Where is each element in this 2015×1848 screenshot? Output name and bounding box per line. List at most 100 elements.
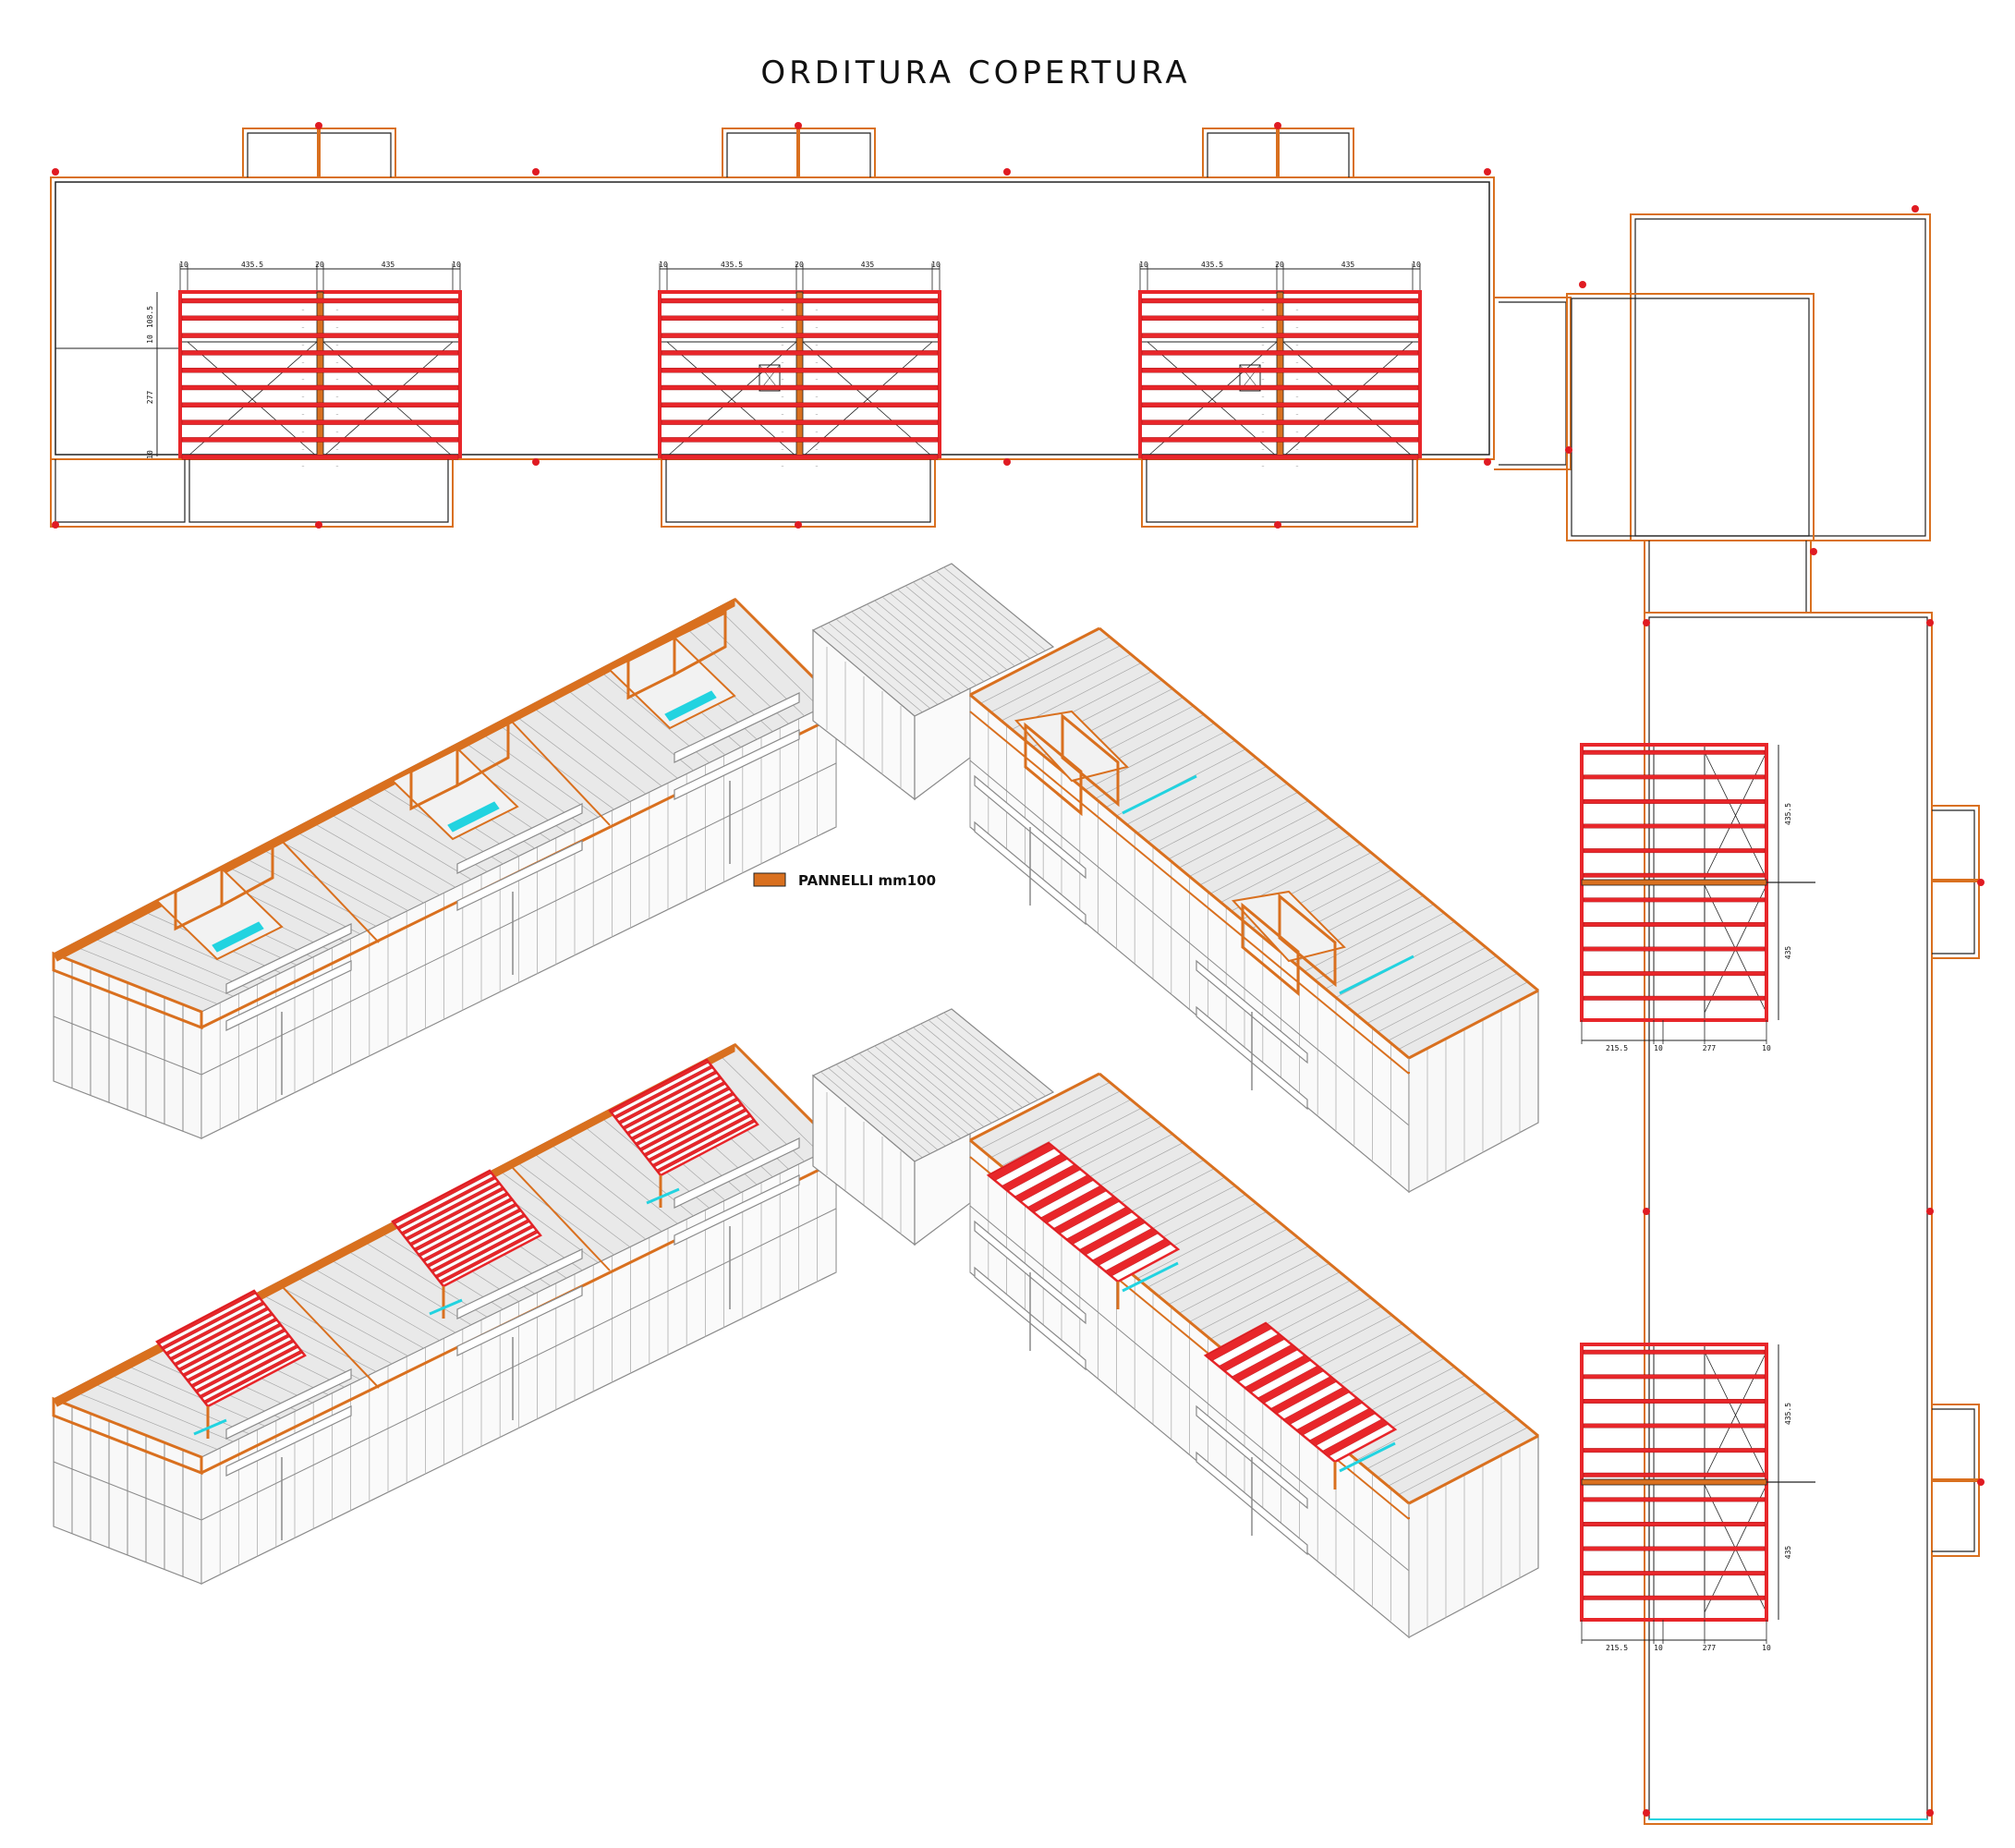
roof-deck-line: [343, 1247, 472, 1326]
roof-deck-line: [1220, 834, 1351, 903]
marker-dot: [1643, 619, 1650, 626]
roof-deck-line: [1085, 723, 1215, 791]
roof-bay-divider: [281, 840, 380, 943]
side-dimension-label: 435: [1784, 946, 1792, 960]
plan-top: [50, 128, 1572, 528]
roof-beam: [203, 1349, 303, 1404]
beam-tag-glyph: —: [336, 430, 339, 434]
roof-beam: [661, 402, 939, 407]
beam-tag-glyph: —: [1262, 430, 1265, 434]
roof-deck-line: [858, 1052, 962, 1139]
plan-connector: [1494, 297, 1572, 470]
roof-beam: [1001, 1153, 1069, 1192]
plan-top-bay-mid-inner: [665, 459, 931, 523]
roof-deck-line: [851, 1056, 953, 1143]
lightwell-glass: [1122, 1261, 1179, 1293]
roof-deck-line: [1388, 1418, 1518, 1487]
roof-beam: [1141, 419, 1419, 425]
roof-beam: [661, 333, 939, 338]
roof-beam: [1141, 368, 1419, 373]
roof-deck-line: [1001, 1099, 1132, 1167]
floor-line: [969, 1205, 1410, 1572]
roof-deck-line: [881, 1041, 985, 1127]
roof-edge-panel: [1099, 1072, 1539, 1438]
lightwell-glass: [646, 1187, 680, 1205]
beam-tag-glyph: —: [1262, 464, 1265, 468]
lightwell-glass: [429, 1298, 463, 1316]
beam-tag-glyph: —: [1262, 412, 1265, 417]
roof-deck-line: [529, 704, 647, 795]
plan-right-middle-square-inner: [1571, 298, 1810, 537]
dimension-label: 435: [861, 261, 875, 269]
beam-tag-glyph: —: [782, 464, 784, 468]
roof-deck-line: [1199, 818, 1329, 886]
beam-tag-glyph: —: [1296, 395, 1299, 399]
roof-deck-line: [1168, 792, 1299, 860]
lightwell-glass: [447, 801, 500, 833]
lightwell-glass: [664, 690, 717, 722]
roof-beam: [199, 1344, 299, 1399]
lightwell-wall: [1061, 712, 1120, 808]
beam-tag-glyph: —: [782, 430, 784, 434]
roof-beam: [1583, 1472, 1766, 1477]
roof-bay-divider: [512, 722, 611, 826]
balcony-slab: [674, 729, 800, 800]
beam-tag-glyph: —: [1262, 395, 1265, 399]
roof-beam: [1583, 848, 1766, 854]
roof-deck-line: [257, 846, 393, 919]
balcony-slab: [225, 1405, 352, 1477]
roof-deck-line: [1189, 808, 1319, 877]
roof-beam: [181, 402, 459, 407]
roof-beam: [1141, 333, 1419, 338]
roof-deck-line: [828, 1067, 930, 1154]
dimension-label: 435.5: [721, 261, 743, 269]
roof-edge-panel: [1408, 1434, 1539, 1505]
beam-tag-glyph: —: [302, 308, 305, 312]
roof-deck-line: [257, 1292, 393, 1365]
dimension-label: 435.5: [1201, 261, 1223, 269]
axonometric-view-upper: [52, 563, 1539, 1194]
roof-beam: [1052, 1196, 1121, 1234]
plan-right: [1566, 213, 1980, 1825]
marker-dot: [52, 168, 59, 176]
roof-beam: [1583, 946, 1766, 952]
roof-deck-line: [461, 740, 583, 826]
roof-deck-line: [936, 1015, 1038, 1100]
roof-deck-line: [1377, 964, 1508, 1033]
roof-deck-line: [1209, 1271, 1341, 1340]
roof-beam: [1583, 799, 1766, 804]
beam-tag-glyph: —: [336, 343, 339, 347]
point-markers: [52, 122, 1985, 1817]
beam-tag-glyph: —: [1296, 377, 1299, 382]
plan-top-outline: [50, 176, 1495, 460]
roof-bay-divider: [281, 1285, 380, 1389]
lightwell-wall: [673, 610, 727, 677]
roof-edge-panel: [1099, 626, 1539, 992]
beam-tag-glyph: —: [782, 325, 784, 330]
beam-tag-glyph: —: [816, 464, 819, 468]
roof-beam: [1308, 1407, 1377, 1446]
marker-dot: [795, 521, 802, 529]
roof-deck-line: [1377, 1409, 1508, 1478]
roof-deck-line: [936, 570, 1038, 655]
roof-deck-line: [87, 935, 234, 997]
roof-beam: [656, 1118, 756, 1173]
roof-deck-line: [1199, 1263, 1329, 1331]
balcony-slab: [456, 803, 583, 874]
roof-deck-line: [1366, 1401, 1497, 1469]
balcony-slab: [225, 960, 352, 1031]
marker-dot: [1643, 1809, 1650, 1817]
beam-tag-glyph: —: [1296, 308, 1299, 312]
roof-beam: [164, 1301, 265, 1356]
floor-line: [53, 1461, 202, 1521]
roof-beam: [1141, 384, 1419, 391]
legend: PANNELLI mm100: [753, 872, 936, 889]
roof-deck-line: [904, 1030, 1008, 1116]
balcony-slab: [456, 1248, 583, 1319]
roof-beam: [1141, 437, 1419, 443]
marker-dot: [1579, 281, 1586, 288]
roof-beam: [638, 1097, 739, 1151]
